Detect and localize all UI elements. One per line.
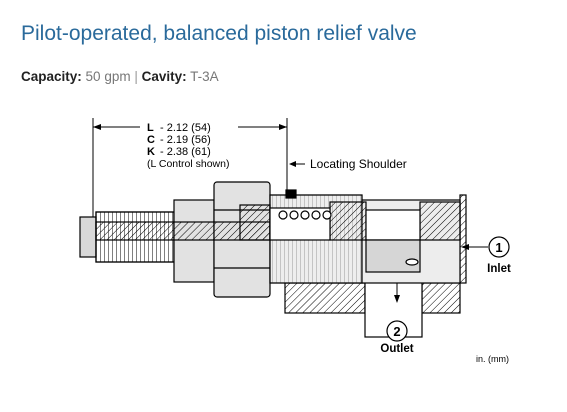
port-2-marker xyxy=(386,320,408,342)
dim-k-code: K xyxy=(147,146,155,158)
control-note: (L Control shown) xyxy=(147,158,229,170)
dim-k-value: - 2.38 (61) xyxy=(160,146,211,158)
dim-l-code: L xyxy=(147,122,154,134)
port-1-marker xyxy=(488,236,510,258)
dim-l-value: - 2.12 (54) xyxy=(160,122,211,134)
port-1-label: Inlet xyxy=(487,263,511,275)
port-1-number: 1 xyxy=(495,240,502,255)
outlet-arrow xyxy=(394,283,400,303)
cavity-value: T-3A xyxy=(190,69,219,84)
spring xyxy=(278,210,332,220)
port-2-label: Outlet xyxy=(380,343,413,355)
locating-shoulder-label: Locating Shoulder xyxy=(310,157,407,171)
spec-separator: | xyxy=(134,69,138,84)
inlet-arrow xyxy=(461,244,488,250)
dimension-line xyxy=(92,118,288,218)
dim-c-code: C xyxy=(147,134,155,146)
cavity-label: Cavity: xyxy=(141,69,187,84)
port-2-number: 2 xyxy=(393,324,400,339)
locating-shoulder-arrow xyxy=(289,161,305,167)
capacity-value: 50 gpm xyxy=(85,69,131,84)
page-title: Pilot-operated, balanced piston relief v… xyxy=(21,22,417,45)
spec-line: Capacity: 50 gpm | Cavity: T-3A xyxy=(21,69,219,84)
dim-c-value: - 2.19 (56) xyxy=(160,134,211,146)
capacity-label: Capacity: xyxy=(21,69,82,84)
valve-body xyxy=(79,181,467,338)
units-note: in. (mm) xyxy=(476,354,509,364)
